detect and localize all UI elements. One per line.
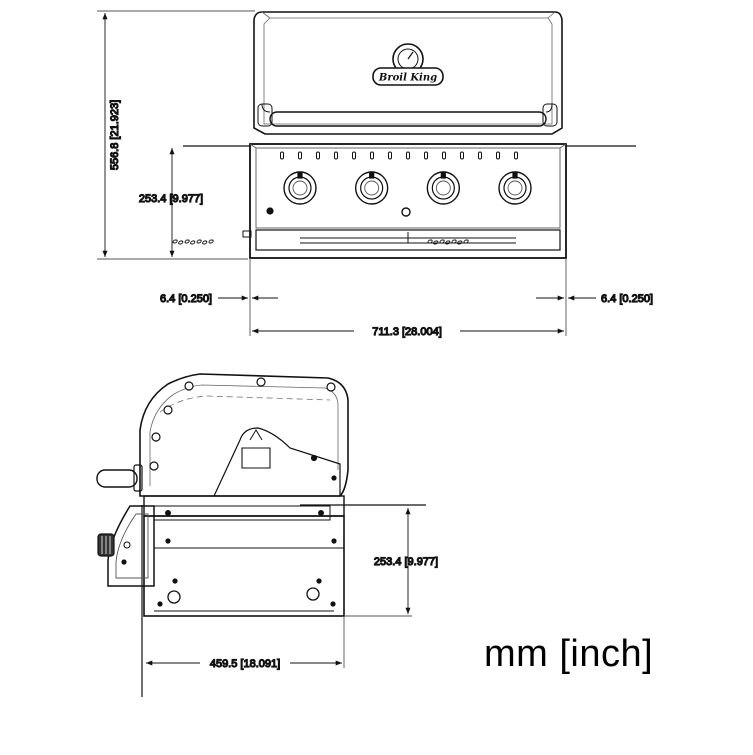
vent-slots [280,151,518,160]
burner-knob-icon[interactable] [354,171,389,205]
vent-slot [388,151,392,160]
vent-slot [406,151,410,160]
vent-slot [424,151,428,160]
control-panel-side [97,505,155,587]
dimension-side-left-label: 6.4 [0.250] [160,293,212,305]
brand-badge: Broil King [372,67,444,86]
vent-slot [298,151,302,160]
dimension-height-total [97,10,255,260]
vent-slot [316,151,320,160]
ignition-button-icon [401,207,411,217]
vent-slot [334,151,338,160]
burner-knob-icon[interactable] [426,171,461,205]
burner-knobs [283,171,532,205]
vent-slot [370,151,374,160]
vent-slot [496,151,500,160]
grill-lid [253,11,563,135]
grill-lid-side [96,373,349,497]
dimension-height-total-label: 556.8 [21.923] [109,100,121,170]
drip-tray [255,229,561,251]
vent-slot [514,151,518,160]
vent-slot [442,151,446,160]
vent-slot [478,151,482,160]
dimension-depth-label: 459.5 [18.091] [210,658,280,670]
side-view: 253.4 [9.977] 459.5 [18.091] [96,373,439,697]
dimension-side-right-label: 6.4 [0.250] [601,293,653,305]
dimension-side-height-label: 253.4 [9.977] [374,556,438,568]
lid-handle-side [96,469,138,488]
burner-knob-icon[interactable] [498,171,532,205]
dimension-width-label: 711.3 [28.004] [372,326,442,338]
vent-slot [352,151,356,160]
vent-slot [280,151,284,160]
units-label: mm [inch] [484,633,654,675]
latch-icon [242,230,252,238]
front-view: Broil King 556.8 [2 [97,10,654,339]
brand-badge-text: Broil King [378,73,437,84]
dimension-depth [146,616,345,668]
vent-slot [460,151,464,160]
dimension-height-cutout-label: 253.4 [9.977] [139,193,203,205]
firebox-side [143,495,345,617]
control-panel [172,143,567,259]
screw-icon [266,207,274,215]
lid-handle [269,111,547,127]
burner-knob-icon[interactable] [283,171,317,205]
dimension-side-height [344,507,412,617]
